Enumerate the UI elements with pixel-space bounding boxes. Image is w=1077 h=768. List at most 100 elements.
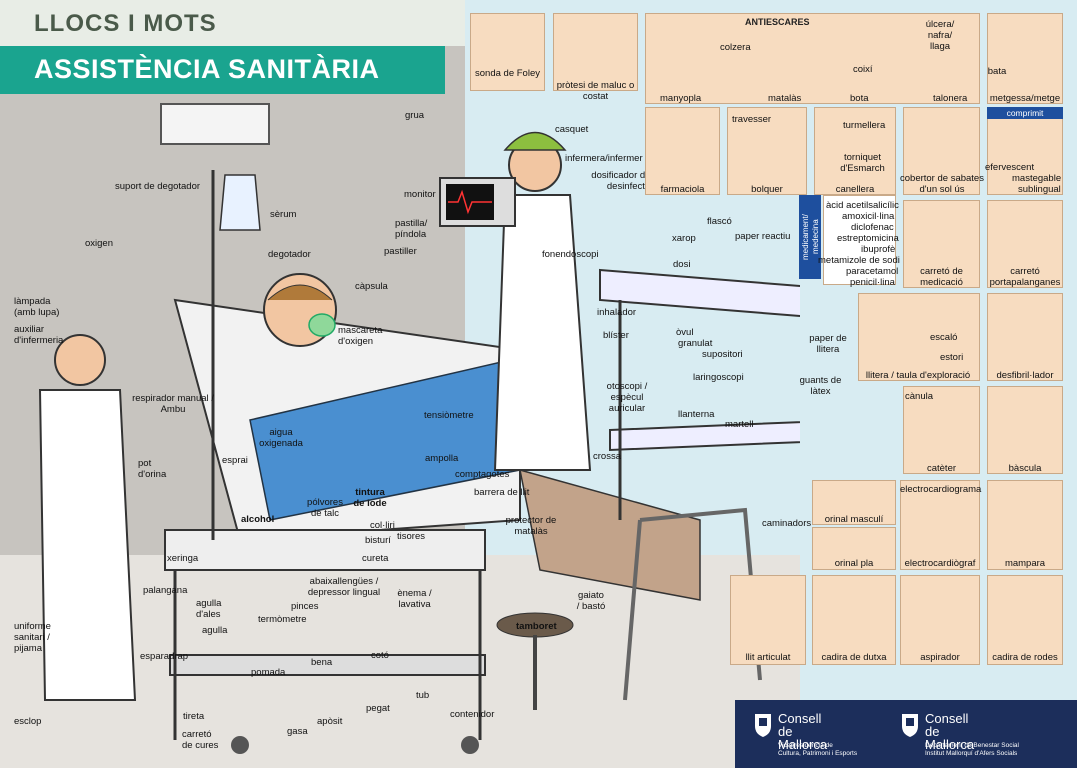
tile-group-heading: ANTIESCARES: [745, 17, 810, 27]
label-pomada: pomada: [251, 667, 286, 678]
label-guants: guants de làtex: [799, 375, 842, 397]
label-suport-degotador: suport de degotador: [115, 181, 201, 192]
tile-label: mampara: [1004, 558, 1046, 569]
tile-sub-label: electrocardiograma: [900, 484, 982, 495]
tile-llitera: [858, 293, 980, 381]
label-enema: ènema / lavativa: [397, 588, 432, 610]
tile-label: sonda de Foley: [475, 68, 540, 79]
tile-label: cadira de dutxa: [821, 652, 887, 663]
tile-carreto-medicacio: [903, 200, 980, 288]
brand-sub: Departament de Benestar Social: [925, 742, 1019, 749]
label-pinces: pinces: [291, 601, 319, 612]
label-granulat: granulat: [678, 338, 713, 349]
label-tamboret: tamboret: [516, 621, 557, 632]
brand-name: Consell de Mallorca: [778, 711, 828, 752]
label-martell: martell: [725, 419, 754, 430]
iv-stand-icon: [211, 170, 261, 540]
tile-label: sublingual: [1018, 184, 1061, 195]
label-pastilla: pastilla/ píndola: [395, 218, 428, 240]
tile-sub-label: cànula: [905, 391, 933, 402]
label-ampolla: ampolla: [425, 453, 459, 464]
medicine-item: estreptomicina: [837, 233, 899, 244]
label-cureta: cureta: [362, 553, 389, 564]
tile-protesi: [553, 13, 638, 91]
shield-icon: [755, 714, 771, 737]
tile-label: matalàs: [768, 93, 802, 104]
medicine-tag: medicament/ medecina: [799, 195, 821, 279]
label-bisturi: bisturí: [365, 535, 391, 546]
label-otoscopi: otoscopi / espècul auricular: [606, 381, 648, 414]
label-ovul: òvul: [676, 327, 694, 338]
label-tireta: tireta: [183, 711, 205, 722]
tile-label: pròtesi de maluc o costat: [556, 80, 635, 102]
bed-icon: [173, 298, 701, 601]
trolley-icon: [164, 529, 486, 754]
label-casquet: casquet: [555, 124, 589, 135]
tile-farmaciola: [645, 107, 720, 195]
label-aposit: apòsit: [317, 716, 343, 727]
tile-sub-label: bata: [987, 66, 1007, 77]
tile-mampara: [987, 480, 1063, 570]
label-monitor: monitor: [404, 189, 436, 200]
label-colliri: col·liri: [370, 520, 395, 531]
stool-icon: [496, 612, 574, 710]
tile-sub-label: torniquet d'Esmarch: [840, 152, 885, 174]
title-band: [0, 46, 445, 94]
tile-sub-label: estori: [940, 352, 964, 363]
label-llanterna: llanterna: [678, 409, 715, 420]
series-title: LLOCS I MOTS: [34, 10, 217, 37]
label-palangana: palangana: [143, 585, 188, 596]
brand-name: Consell de Mallorca: [925, 711, 975, 752]
tile-orinal-pla: [812, 527, 896, 570]
medicine-item: paracetamol: [846, 266, 899, 277]
tile-label: llit articulat: [745, 652, 791, 663]
tile-sub-label: coixí: [853, 64, 873, 75]
label-pegat: pegat: [366, 703, 390, 714]
tile-sub-label: úlcera/ nafra/ llaga: [925, 19, 955, 52]
label-xarop: xarop: [672, 233, 696, 244]
label-gaiato: gaiato / bastó: [576, 590, 606, 612]
label-laringoscopi: laringoscopi: [693, 372, 744, 383]
tile-label: carretó de medicació: [920, 266, 963, 288]
label-carreto-cures: carretó de cures: [182, 729, 219, 751]
label-auxiliar: auxiliar d'infermeria: [14, 324, 64, 346]
label-mascareta: mascareta d'oxigen: [338, 325, 383, 347]
tile-label: efervescent: [985, 162, 1035, 173]
medicine-item: ibuprofè: [861, 244, 896, 255]
label-serum: sèrum: [270, 209, 297, 220]
label-blister: blíster: [603, 330, 629, 341]
label-esprai: esprai: [222, 455, 248, 466]
tile-label: cadira de rodes: [992, 652, 1058, 663]
tile-metge: [987, 13, 1063, 104]
label-fonendoscopi: fonendoscopi: [542, 249, 599, 260]
tile-electrocardiograf: [900, 480, 980, 570]
medicine-item: àcid acetilsalicílic: [826, 200, 899, 211]
tile-bolquer: [727, 107, 807, 195]
tile-label: orinal pla: [834, 558, 874, 569]
scene-illustration: [38, 131, 800, 754]
window: [160, 103, 270, 145]
tile-label: carretó portapalanganes: [989, 266, 1061, 288]
tile-label: mastegable: [1012, 173, 1062, 184]
label-pastiller: pastiller: [384, 246, 417, 257]
assistant-icon: [38, 334, 137, 701]
tile-sub-label: paper de llitera: [809, 333, 847, 355]
tile-sub-label: travesser: [732, 114, 772, 125]
tile-antiescares: [645, 13, 980, 104]
label-tintura: tintura de iode: [353, 487, 387, 509]
header-band: [0, 0, 465, 46]
tile-sub-label: turmellera: [843, 120, 886, 131]
tile-sub-label: escaló: [930, 332, 958, 343]
tile-canellera: [814, 107, 896, 195]
label-coto: cotó: [371, 650, 389, 661]
tile-bascula: [987, 386, 1063, 474]
tile-label: farmaciola: [660, 184, 705, 195]
label-paper-reactiu: paper reactiu: [735, 231, 791, 242]
label-termometre: termòmetre: [258, 614, 307, 625]
label-degotador: degotador: [268, 249, 311, 260]
label-flasco: flascó: [707, 216, 732, 227]
tile-label: bolquer: [751, 184, 783, 195]
label-supositori: supositori: [702, 349, 743, 360]
tile-label: cobertor de sabates d'un sol ús: [900, 173, 984, 195]
